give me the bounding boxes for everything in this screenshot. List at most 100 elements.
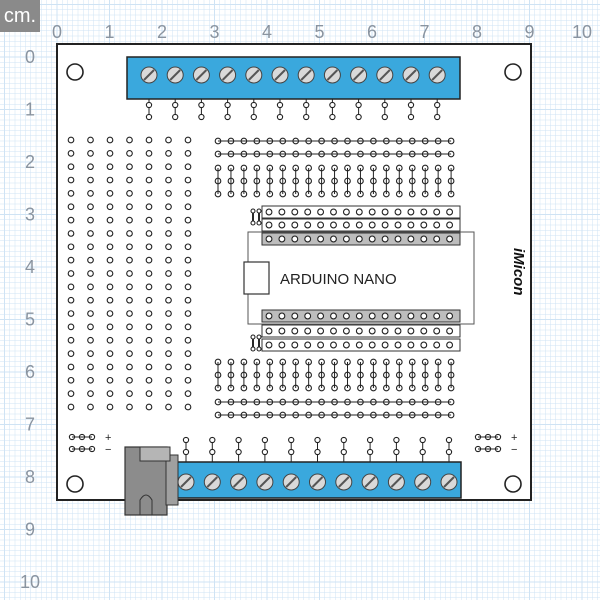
solder-pad (184, 270, 192, 277)
x-tick-label: 8 (472, 22, 482, 42)
solder-pad (250, 113, 257, 121)
solder-pad (126, 176, 133, 184)
screw-slot (352, 69, 365, 81)
solder-pad (165, 403, 172, 411)
solder-pad (145, 376, 153, 384)
solder-pad (355, 101, 362, 109)
solder-pad (256, 220, 262, 226)
solder-pad (67, 163, 75, 171)
solder-pad (288, 448, 295, 456)
solder-pad (330, 208, 337, 216)
solder-pad (106, 350, 114, 357)
solder-pad (106, 243, 114, 251)
solder-pad (276, 101, 284, 109)
solder-pad (126, 243, 133, 251)
x-tick-label: 7 (419, 22, 429, 42)
screw-slot (221, 69, 234, 81)
x-tick-label: 6 (367, 22, 377, 42)
solder-pad (265, 235, 273, 243)
solder-pad (87, 310, 94, 317)
solder-pad (381, 101, 388, 109)
solder-pad (304, 327, 312, 335)
solder-pad (106, 403, 114, 411)
solder-pad (87, 136, 94, 144)
solder-pad (393, 436, 400, 444)
solder-pad (67, 230, 75, 237)
solder-pad (381, 312, 389, 320)
solder-pad (317, 327, 325, 335)
solder-pad (87, 283, 94, 291)
solder-pad (184, 336, 192, 344)
solder-pad (165, 296, 172, 304)
solder-pad (145, 403, 153, 411)
y-tick-label: 7 (25, 415, 35, 435)
solder-pad (126, 350, 133, 357)
solder-pad (87, 390, 94, 398)
solder-pad (368, 341, 376, 349)
mounting-hole (66, 63, 84, 81)
screw-slot (248, 69, 260, 81)
minus-label-left: − (105, 444, 111, 456)
mounting-hole (504, 475, 522, 493)
solder-pad (355, 208, 363, 216)
solder-pad (126, 296, 133, 304)
solder-pad (291, 208, 299, 216)
solder-pad (381, 327, 389, 335)
solder-pad (184, 176, 192, 184)
solder-pad (265, 312, 273, 320)
solder-pad (329, 113, 336, 121)
solder-pad (184, 283, 192, 291)
solder-pad (106, 150, 114, 157)
solder-pad (303, 113, 310, 121)
solder-pad (165, 336, 172, 344)
solder-pad (184, 163, 192, 171)
screw-slot (300, 69, 312, 81)
solder-pad (420, 208, 428, 216)
solder-pad (145, 230, 153, 237)
solder-pad (126, 283, 133, 291)
x-tick-label: 0 (52, 22, 62, 42)
solder-pad (145, 243, 153, 251)
solder-pad (446, 208, 454, 216)
solder-pad (407, 208, 415, 216)
jack-opening (139, 494, 153, 515)
solder-pad (366, 436, 374, 444)
solder-pad (145, 296, 153, 304)
solder-pad (317, 312, 325, 320)
solder-pad (106, 336, 114, 344)
solder-pad (67, 256, 75, 264)
solder-pad (106, 163, 114, 171)
solder-pad (67, 296, 75, 304)
pin-strip (261, 324, 461, 338)
top-terminal-block (126, 56, 461, 121)
solder-pad (106, 203, 114, 211)
solder-pad (67, 190, 75, 197)
solder-pad (106, 176, 114, 184)
solder-pad (256, 208, 262, 214)
solder-pad (184, 376, 192, 384)
solder-pad (381, 113, 388, 121)
solder-pad (419, 436, 426, 444)
solder-pad (87, 296, 94, 304)
solder-pad (394, 312, 402, 320)
solder-pad (250, 101, 257, 109)
solder-pad (278, 235, 286, 243)
solder-pad (87, 323, 94, 331)
solder-pad (394, 341, 402, 349)
solder-pad (126, 336, 133, 344)
solder-pad (126, 150, 133, 157)
plus-label-right: + (511, 432, 517, 444)
y-tick-label: 5 (25, 310, 35, 330)
solder-pad (368, 235, 376, 243)
solder-pad (67, 216, 75, 224)
y-tick-label: 2 (25, 152, 35, 172)
solder-pad (87, 216, 94, 224)
solder-pad (184, 350, 192, 357)
solder-pad (355, 341, 363, 349)
solder-pad (67, 150, 75, 157)
solder-pad (184, 296, 192, 304)
solder-pad (126, 163, 133, 171)
screw-slot (326, 69, 339, 81)
pin-strip (261, 205, 461, 219)
